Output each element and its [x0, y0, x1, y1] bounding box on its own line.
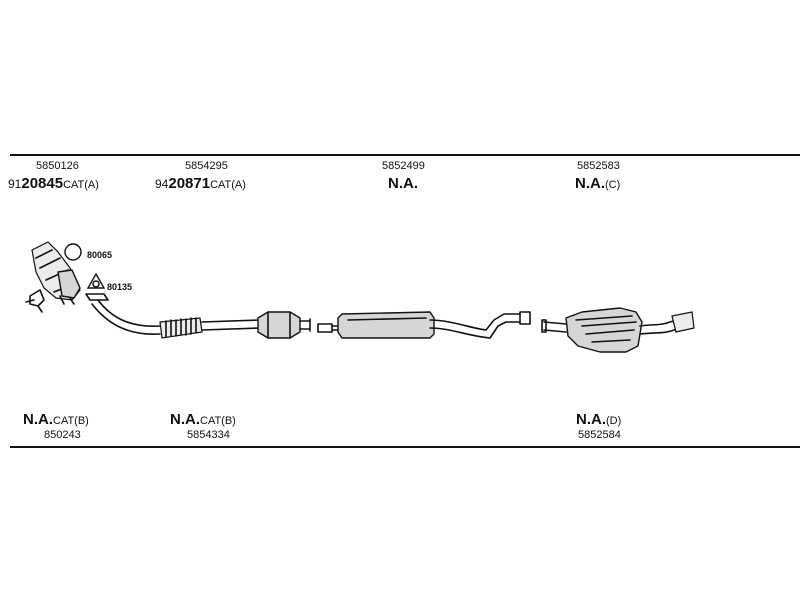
code-suffix: (D) — [606, 415, 622, 427]
top-divider-line — [10, 154, 800, 156]
part-number-5852584: 5852584 — [578, 429, 621, 441]
catalytic-converter-manifold — [25, 241, 81, 313]
part-code-col4: N.A.(C) — [575, 176, 620, 192]
code-suffix: CAT(A) — [210, 179, 246, 191]
part-code-col1: 9120845CAT(A) — [8, 176, 99, 192]
part-number-850243: 850243 — [44, 429, 81, 441]
bottom-divider-line — [10, 446, 800, 448]
code-main: N.A. — [23, 411, 53, 428]
code-main: N.A. — [576, 411, 606, 428]
part-number-5854334: 5854334 — [187, 429, 230, 441]
part-number-5852499: 5852499 — [382, 160, 425, 172]
seal-ring-icon — [64, 243, 82, 261]
code-suffix: CAT(A) — [63, 179, 99, 191]
seal-label-80135: 80135 — [107, 282, 133, 292]
code-main: N.A. — [170, 411, 200, 428]
part-code-bottom-col2: N.A.CAT(B) — [170, 412, 236, 428]
part-code-col3: N.A. — [388, 175, 418, 192]
seal-label-80065: 80065 — [87, 250, 113, 260]
part-number-5850126: 5850126 — [36, 160, 79, 172]
rear-silencer — [541, 307, 695, 353]
code-suffix: (C) — [605, 179, 621, 191]
code-main: 20871 — [168, 175, 211, 192]
part-number-5854295: 5854295 — [185, 160, 228, 172]
middle-silencer — [317, 311, 531, 339]
code-suffix: CAT(B) — [200, 415, 236, 427]
code-prefix: 91 — [8, 177, 22, 191]
part-code-bottom-col1: N.A.CAT(B) — [23, 412, 89, 428]
center-catalytic-converter — [257, 311, 311, 339]
code-main: N.A. — [575, 175, 605, 192]
part-code-col2: 9420871CAT(A) — [155, 176, 246, 192]
front-pipe-with-flex-joint — [85, 293, 261, 339]
part-number-5852583: 5852583 — [577, 160, 620, 172]
part-code-bottom-col3: N.A.(D) — [576, 412, 621, 428]
code-suffix: CAT(B) — [53, 415, 89, 427]
code-main: 20845 — [21, 175, 64, 192]
gasket-icon — [86, 272, 106, 289]
code-prefix: 94 — [155, 177, 169, 191]
